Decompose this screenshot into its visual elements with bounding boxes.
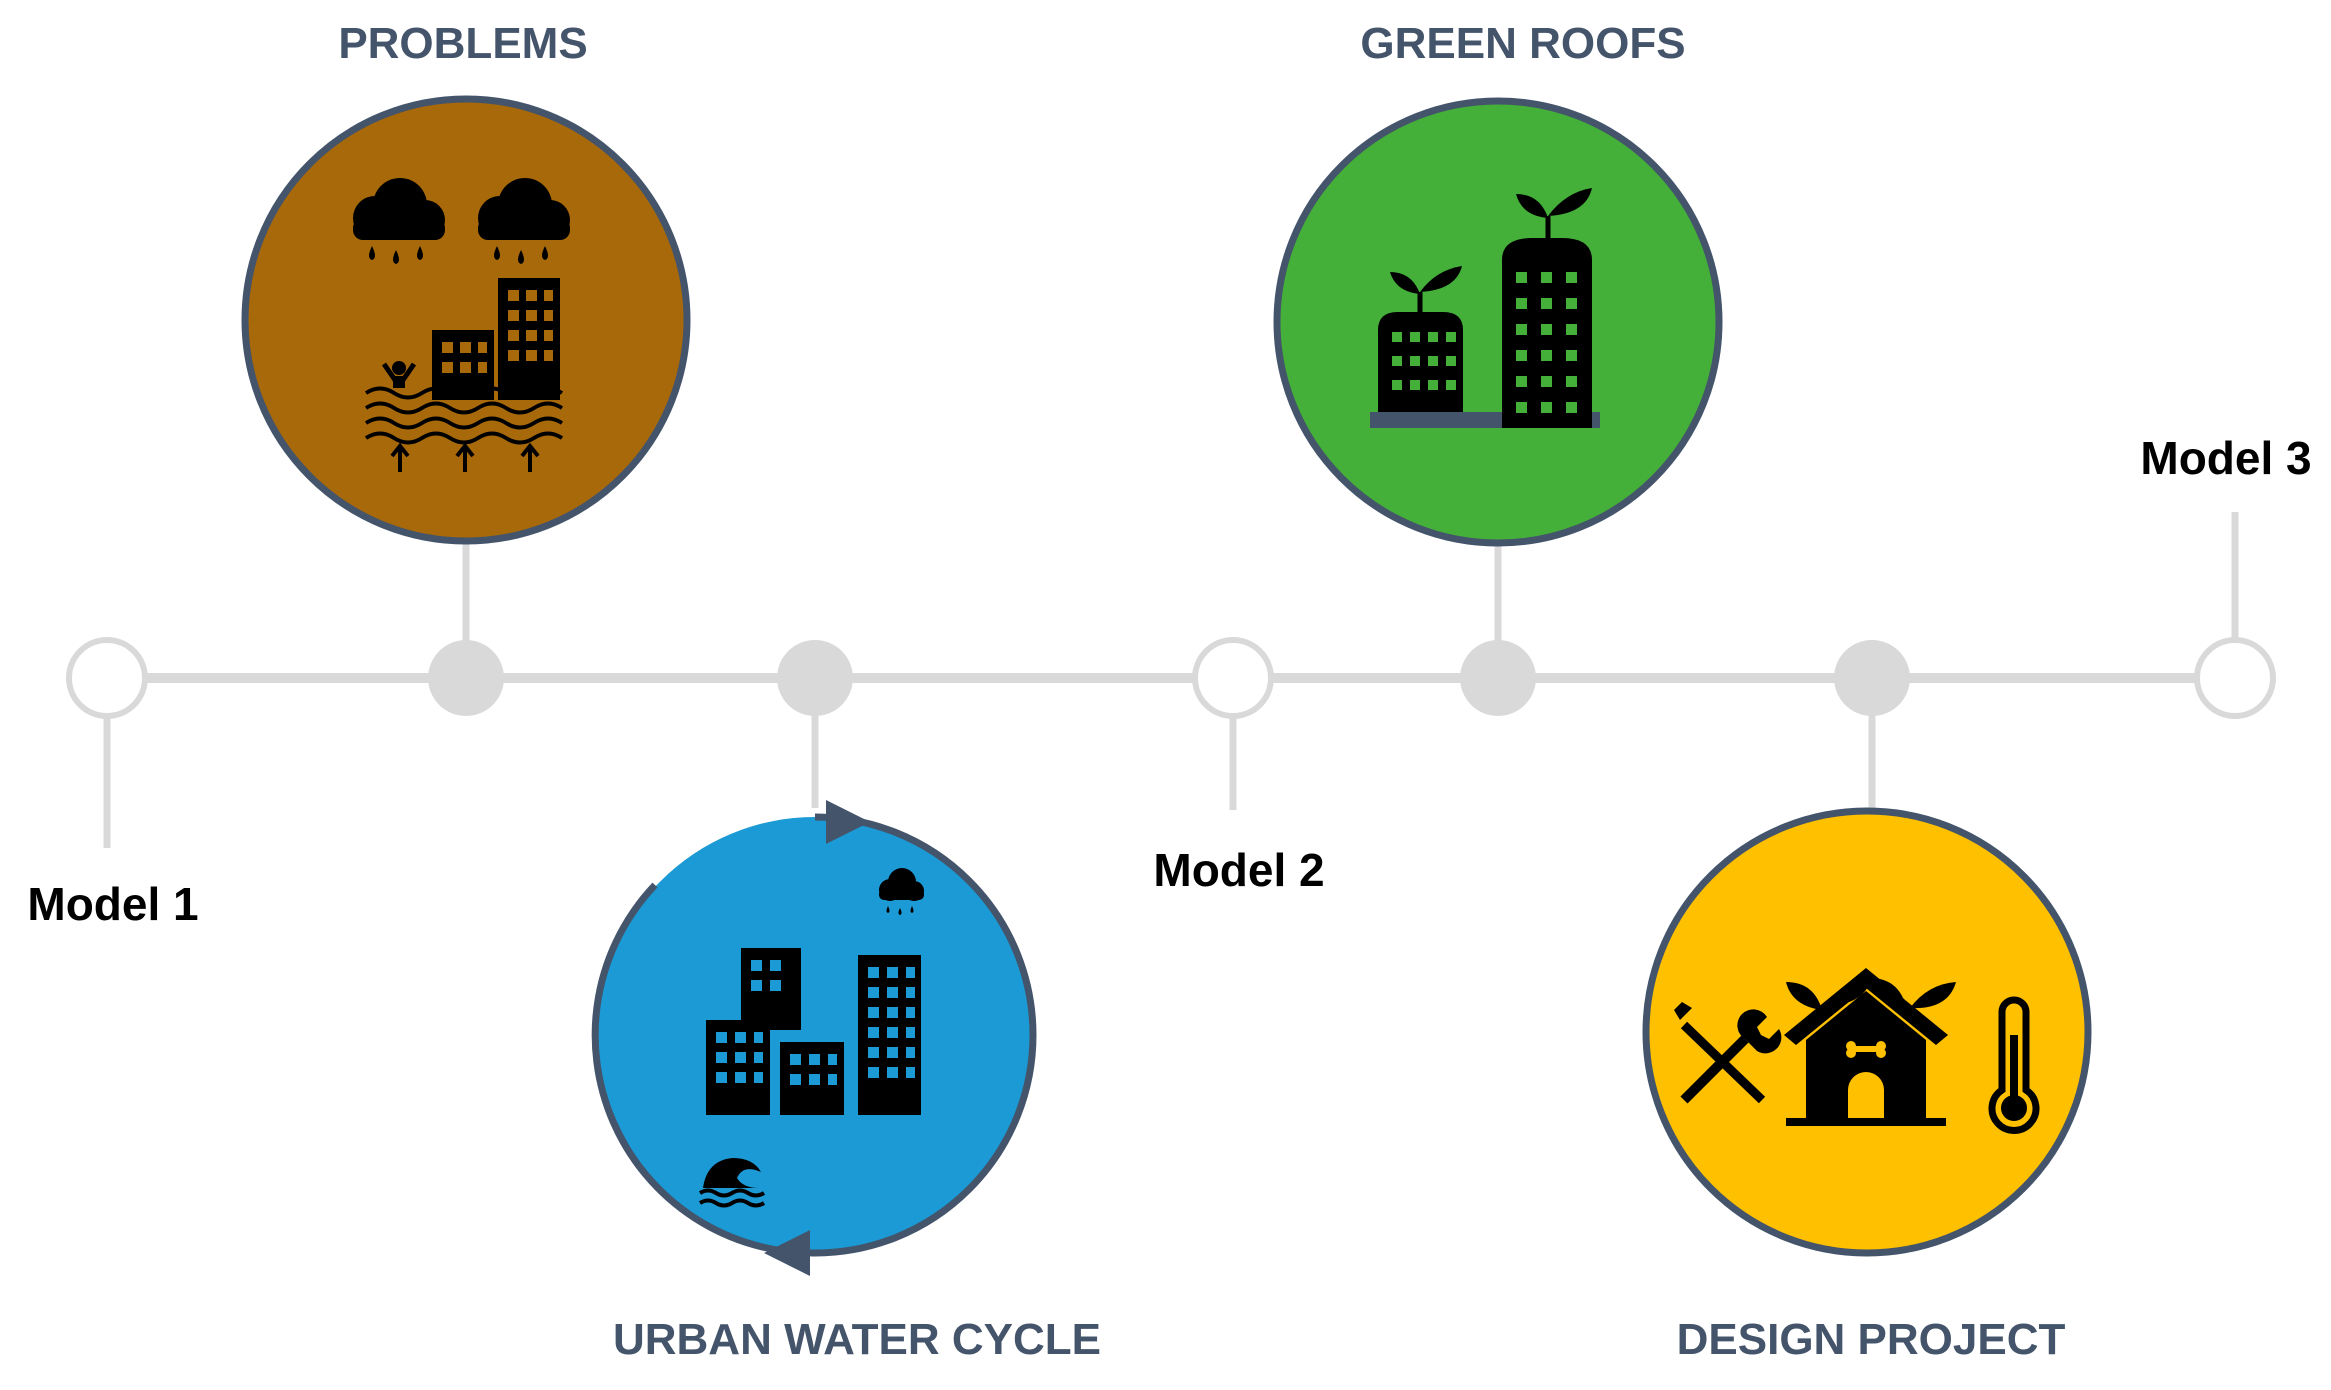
- timeline-node-problems: [428, 640, 504, 716]
- city-water-icon: [698, 868, 924, 1208]
- problems-label: PROBLEMS: [338, 19, 587, 68]
- green-roofs-circle: [1273, 97, 1723, 547]
- model-3-label: Model 3: [2140, 432, 2311, 484]
- timeline-node-model-2: [1192, 637, 1274, 719]
- model-2-label: Model 2: [1153, 844, 1324, 896]
- timeline-node-model-3: [2194, 637, 2276, 719]
- design-project-label: DESIGN PROJECT: [1677, 1315, 2066, 1364]
- green-roofs-label: GREEN ROOFS: [1360, 19, 1685, 68]
- design-tools-icon: [1674, 968, 2040, 1134]
- urban-water-cycle-label: URBAN WATER CYCLE: [613, 1315, 1101, 1364]
- flood-icon: [353, 178, 570, 472]
- timeline-node-urban-water-cycle: [777, 640, 853, 716]
- cycle-arc-right: [814, 813, 1037, 1257]
- problems-circle: [241, 95, 691, 545]
- urban-water-cycle-circle: [597, 817, 1033, 1253]
- cycle-arrowhead-top: [826, 800, 870, 844]
- timeline-node-design-project: [1834, 640, 1910, 716]
- green-roof-buildings-icon: [1370, 188, 1600, 428]
- timeline-node-model-1: [66, 637, 148, 719]
- model-1-label: Model 1: [27, 878, 198, 930]
- cycle-arrowhead-bottom: [764, 1230, 810, 1276]
- cycle-arc-left: [591, 882, 816, 1257]
- timeline-node-green-roofs: [1460, 640, 1536, 716]
